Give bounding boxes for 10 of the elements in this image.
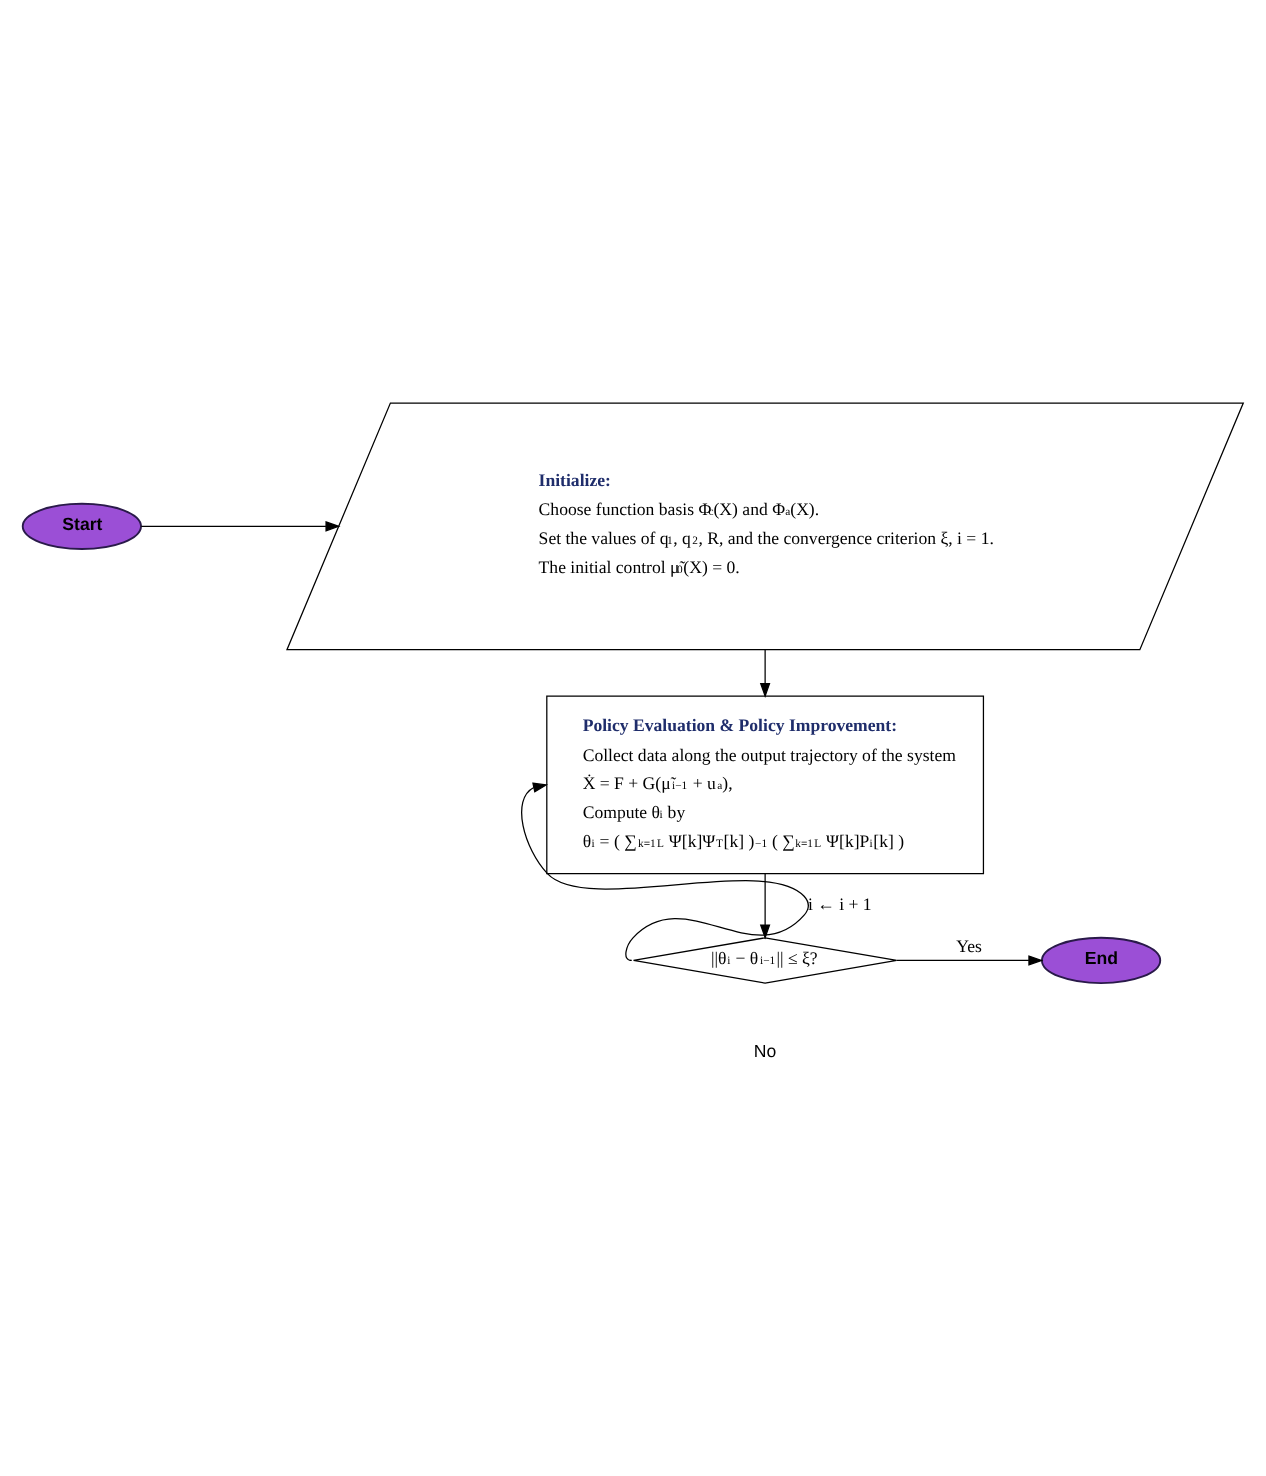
edge-label: Yes — [956, 934, 982, 955]
edge-label: i ← i + 1 — [807, 893, 872, 914]
node-ellipse: End — [1041, 935, 1162, 984]
label: No — [753, 1039, 777, 1060]
arrow — [521, 781, 809, 961]
arrow — [759, 648, 771, 697]
arrow — [140, 520, 341, 531]
node-ellipse: Start — [21, 501, 142, 549]
arrow — [896, 954, 1044, 965]
arrow — [759, 872, 771, 939]
